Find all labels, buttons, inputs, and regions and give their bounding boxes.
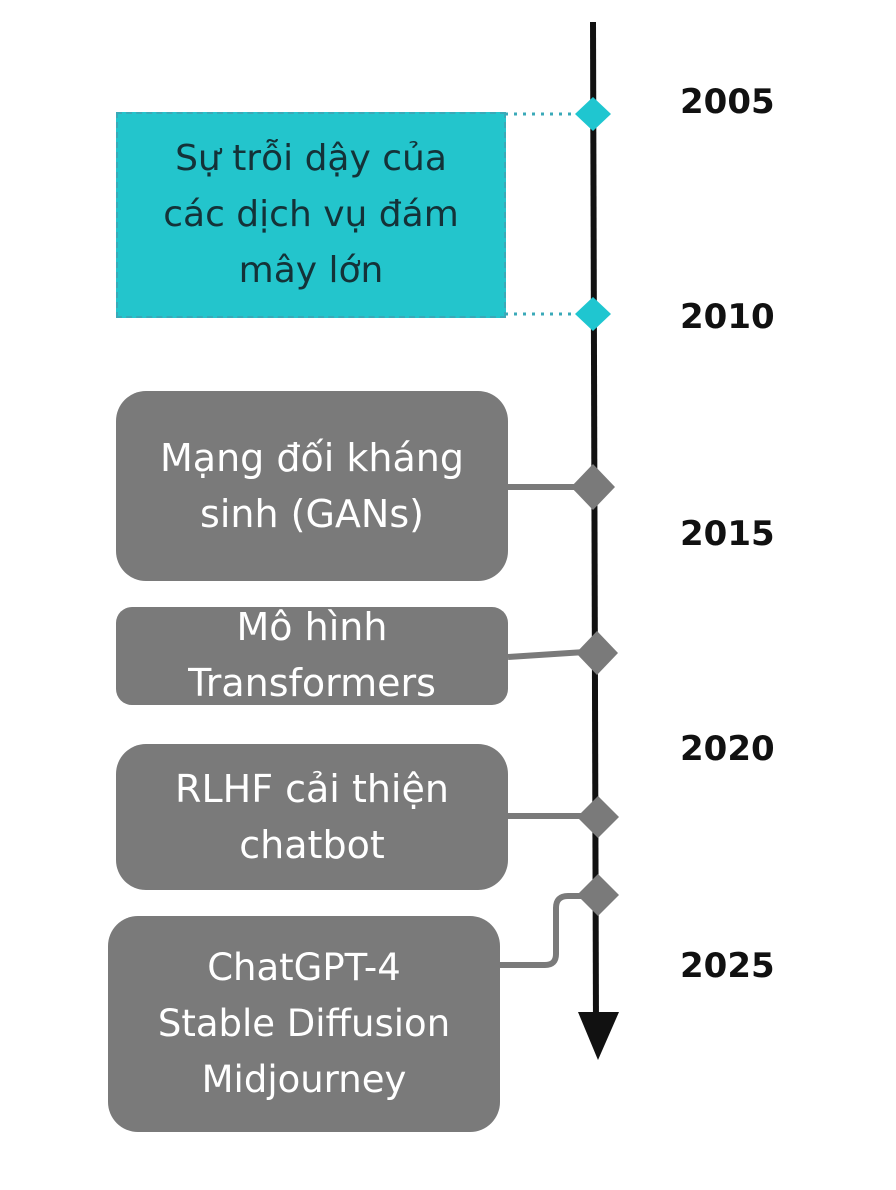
year-label-2015: 2015 bbox=[680, 514, 775, 554]
event-label-line: chatbot bbox=[239, 823, 385, 867]
marker-gans bbox=[571, 464, 615, 510]
marker-2010 bbox=[575, 297, 611, 331]
event-gans: Mạng đối kháng sinh (GANs) bbox=[116, 391, 508, 581]
event-rlhf: RLHF cải thiện chatbot bbox=[116, 744, 508, 890]
event-label-line: Sự trỗi dậy của bbox=[175, 138, 447, 179]
year-label-2025: 2025 bbox=[680, 946, 775, 986]
event-label-line: Stable Diffusion bbox=[157, 1002, 451, 1045]
connector-transformers bbox=[507, 649, 586, 660]
marker-transformers bbox=[576, 631, 618, 675]
event-label-line: sinh (GANs) bbox=[200, 492, 424, 536]
event-genai-models: ChatGPT-4 Stable Diffusion Midjourney bbox=[108, 916, 500, 1132]
event-label-line: RLHF cải thiện bbox=[175, 767, 449, 811]
event-label-line: Mạng đối kháng bbox=[160, 436, 464, 480]
event-label-line: ChatGPT-4 bbox=[207, 946, 401, 989]
event-cloud-services: Sự trỗi dậy của các dịch vụ đám mây lớn bbox=[116, 112, 506, 318]
event-label-line: Mô hình bbox=[236, 607, 388, 649]
event-label-line: mây lớn bbox=[238, 250, 384, 291]
event-label-line: Midjourney bbox=[201, 1058, 407, 1101]
year-label-2020: 2020 bbox=[680, 729, 775, 769]
year-label-2010: 2010 bbox=[680, 297, 775, 337]
connector-chatgpt bbox=[500, 893, 585, 968]
marker-chatgpt bbox=[577, 874, 619, 916]
timeline-axis bbox=[590, 21, 599, 1031]
event-label-line: các dịch vụ đám bbox=[163, 194, 459, 235]
marker-2005 bbox=[575, 97, 611, 131]
event-label-line: Transformers bbox=[188, 661, 436, 705]
timeline-arrowhead bbox=[578, 1012, 619, 1060]
year-label-2005: 2005 bbox=[680, 82, 775, 122]
event-transformers: Mô hình Transformers bbox=[116, 607, 508, 705]
marker-rlhf bbox=[577, 796, 619, 838]
